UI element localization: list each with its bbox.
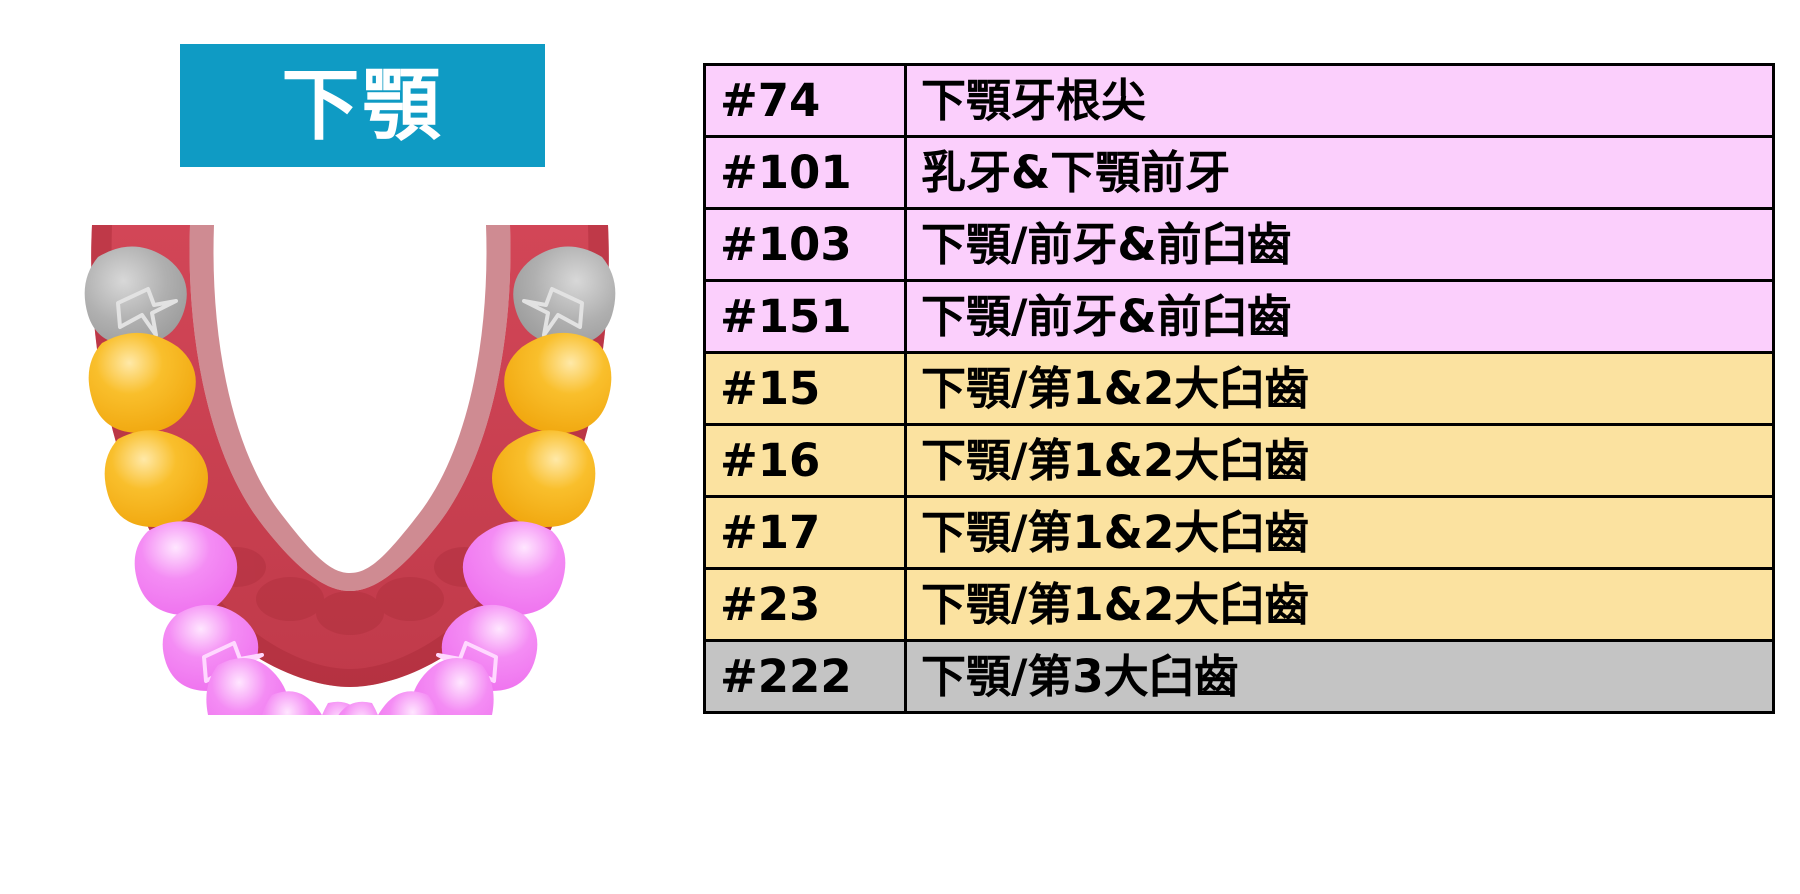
tooth-molar-right-2 bbox=[492, 430, 596, 527]
row-code: #16 bbox=[703, 423, 907, 498]
row-code: #17 bbox=[703, 495, 907, 570]
table-row: #74 下顎牙根尖 bbox=[703, 63, 1775, 138]
table-row: #23 下顎/第1&2大臼齒 bbox=[703, 567, 1775, 642]
table-body: #74 下顎牙根尖 #101 乳牙&下顎前牙 #103 下顎/前牙&前臼齒 #1… bbox=[703, 63, 1775, 714]
table-row: #17 下顎/第1&2大臼齒 bbox=[703, 495, 1775, 570]
gum-inner-rim bbox=[189, 225, 511, 591]
row-label: 下顎/前牙&前臼齒 bbox=[904, 279, 1775, 354]
product-legend-table: #74 下顎牙根尖 #101 乳牙&下顎前牙 #103 下顎/前牙&前臼齒 #1… bbox=[703, 63, 1775, 714]
table-row: #151 下顎/前牙&前臼齒 bbox=[703, 279, 1775, 354]
row-label: 下顎/第1&2大臼齒 bbox=[904, 351, 1775, 426]
tooth-molar-left-2 bbox=[104, 430, 208, 527]
table-row: #101 乳牙&下顎前牙 bbox=[703, 135, 1775, 210]
tooth-canine-left bbox=[206, 658, 289, 715]
tooth-canine-right bbox=[411, 658, 494, 715]
teeth-left bbox=[84, 246, 362, 715]
dental-arch-svg bbox=[84, 225, 616, 715]
tooth-incisor-left-1 bbox=[262, 691, 322, 715]
page-title-banner: 下顎 bbox=[180, 44, 545, 167]
row-code: #23 bbox=[703, 567, 907, 642]
table-row: #16 下顎/第1&2大臼齒 bbox=[703, 423, 1775, 498]
tooth-incisor-right-1 bbox=[378, 691, 438, 715]
row-code: #74 bbox=[703, 63, 907, 138]
row-label: 下顎牙根尖 bbox=[904, 63, 1775, 138]
teeth-right bbox=[338, 246, 616, 715]
occlusal-groove-icon bbox=[116, 287, 178, 337]
row-label: 乳牙&下顎前牙 bbox=[904, 135, 1775, 210]
table-row: #15 下顎/第1&2大臼齒 bbox=[703, 351, 1775, 426]
page-title: 下顎 bbox=[281, 60, 444, 151]
table-row: #222 下顎/第3大臼齒 bbox=[703, 639, 1775, 714]
row-code: #101 bbox=[703, 135, 907, 210]
row-code: #151 bbox=[703, 279, 907, 354]
occlusal-groove-icon bbox=[522, 287, 584, 337]
row-label: 下顎/第1&2大臼齒 bbox=[904, 567, 1775, 642]
row-label: 下顎/第1&2大臼齒 bbox=[904, 423, 1775, 498]
tooth-premolar-left-1 bbox=[134, 521, 238, 616]
dental-arch-illustration bbox=[40, 195, 660, 715]
row-code: #15 bbox=[703, 351, 907, 426]
tooth-premolar-right-1 bbox=[462, 521, 566, 616]
row-label: 下顎/第3大臼齒 bbox=[904, 639, 1775, 714]
row-label: 下顎/前牙&前臼齒 bbox=[904, 207, 1775, 282]
tooth-molar-left-1 bbox=[88, 332, 196, 433]
row-code: #222 bbox=[703, 639, 907, 714]
tooth-molar-right-1 bbox=[504, 332, 612, 433]
table-row: #103 下顎/前牙&前臼齒 bbox=[703, 207, 1775, 282]
row-label: 下顎/第1&2大臼齒 bbox=[904, 495, 1775, 570]
row-code: #103 bbox=[703, 207, 907, 282]
tooth-incisor-right-2 bbox=[338, 701, 378, 715]
gum-scallops bbox=[206, 547, 494, 635]
